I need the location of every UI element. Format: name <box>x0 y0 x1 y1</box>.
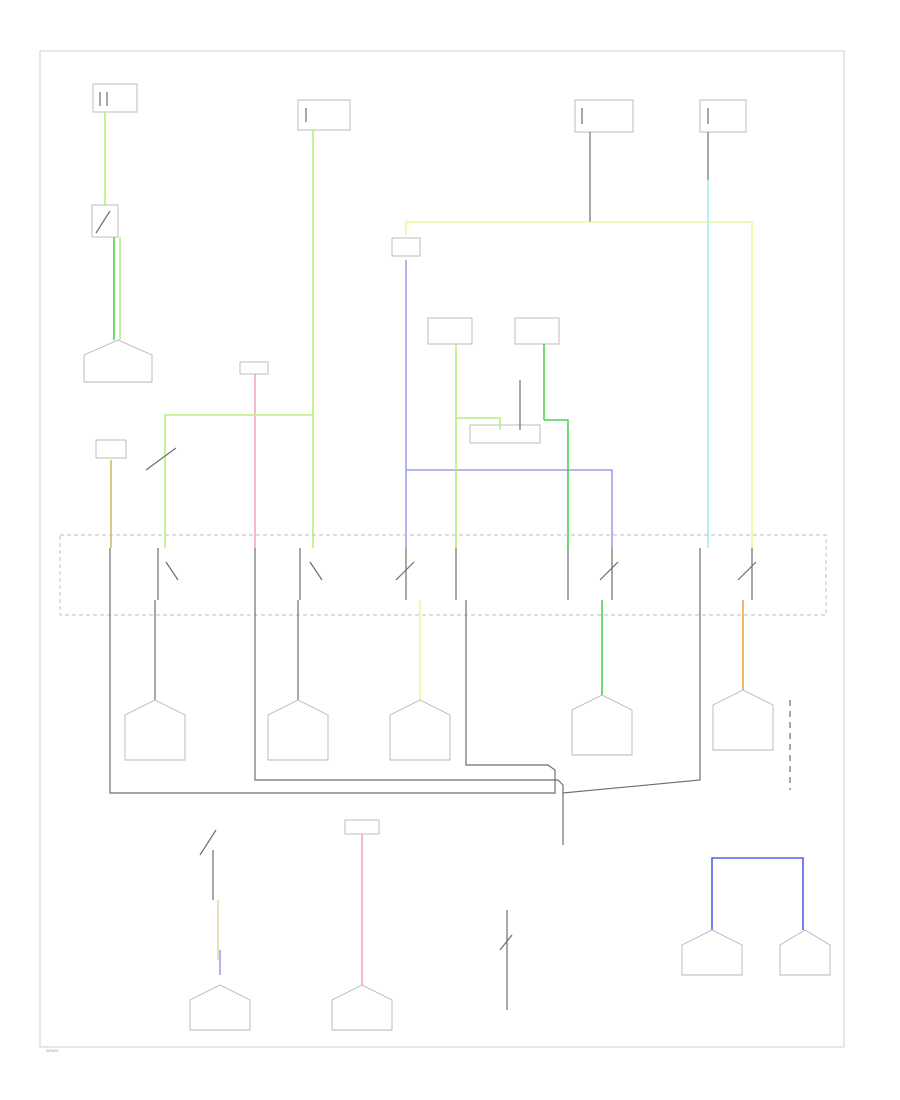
connector-bottom-right-1 <box>681 929 743 976</box>
relay-2 <box>254 548 323 600</box>
figure-id: W0000 <box>46 1049 59 1053</box>
pink-fuse <box>239 361 269 375</box>
pointer-line <box>145 447 177 471</box>
tan-fuse <box>95 439 127 459</box>
wire-lightgreen-cross <box>164 414 313 548</box>
relay-box-outline <box>59 534 827 616</box>
relay-module-middle <box>427 317 560 444</box>
fuse-box-2 <box>297 99 351 131</box>
connector-bottom-middle <box>331 984 393 1031</box>
fuse-box-3 <box>574 99 634 133</box>
wire-blue-across <box>406 469 613 548</box>
diagram-frame <box>39 50 845 1048</box>
wire-green-middle-4 <box>544 419 569 548</box>
blue-fuse <box>391 237 421 257</box>
fuse-bottom-middle <box>344 819 380 835</box>
wire-yellow-right <box>590 221 753 548</box>
connector-left-top <box>83 339 153 383</box>
ground-bus-inner <box>254 600 701 794</box>
fuse-box-1 <box>92 83 138 113</box>
wire-green-middle-2 <box>456 417 501 430</box>
relay-switch-left-top <box>91 204 119 238</box>
relay-5 <box>699 548 757 600</box>
relay-3 <box>395 548 457 600</box>
wire-yellow-top <box>405 221 590 235</box>
ground-bus-outer <box>109 600 556 794</box>
wire-dark-blue-bottom-right <box>711 857 804 930</box>
relay-4 <box>567 548 619 600</box>
connector-bottom-right-2 <box>779 929 831 976</box>
connector-bottom-left <box>189 984 251 1031</box>
bottom-left-switch <box>199 829 217 900</box>
bottom-center-switch <box>499 910 513 1010</box>
fuse-box-4 <box>699 99 747 133</box>
relay-1 <box>109 548 179 600</box>
connector-row-1 <box>124 689 774 761</box>
